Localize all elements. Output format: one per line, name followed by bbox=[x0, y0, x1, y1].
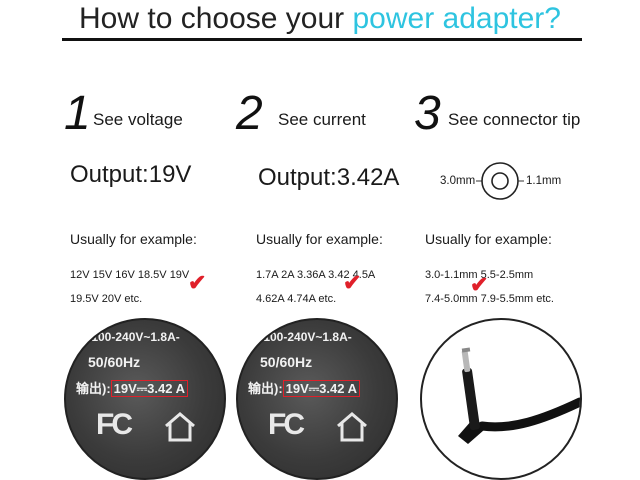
connector-tip-icon bbox=[476, 162, 524, 200]
fc-mark-icon: FC bbox=[268, 408, 305, 441]
title-underline bbox=[62, 38, 582, 41]
label-output-prefix: 输出): bbox=[248, 381, 283, 396]
label-output-rating: 19V⎓3.42 A bbox=[110, 380, 188, 397]
step-number-1: 1 bbox=[64, 87, 91, 140]
label-input-spec: - 100-240V~1.8A- bbox=[256, 330, 352, 344]
tip-inner-diameter: 1.1mm bbox=[526, 175, 562, 187]
adapter-label-photo-1: - 100-240V~1.8A- 50/60Hz 输出):19V⎓3.42 A … bbox=[64, 318, 226, 480]
label-output-rating: 19V⎓3.42 A bbox=[282, 380, 360, 397]
voltage-line-1: 12V 15V 16V 18.5V 19V bbox=[70, 269, 190, 281]
current-line-1: 1.7A 2A 3.36A 3.42 4.5A bbox=[256, 269, 376, 281]
checkmark-icon: ✔ bbox=[470, 272, 489, 297]
fc-mark-icon: FC bbox=[96, 408, 133, 441]
page-title: How to choose your power adapter? bbox=[0, 0, 640, 38]
label-frequency: 50/60Hz bbox=[88, 354, 141, 370]
voltage-line-2: 19.5V 20V etc. bbox=[70, 293, 143, 305]
house-icon bbox=[337, 412, 367, 442]
usually-label-1: Usually for example: bbox=[70, 231, 197, 247]
voltage-output: Output:19V bbox=[70, 161, 192, 188]
label-output-prefix: 输出): bbox=[76, 381, 111, 396]
title-accent: power adapter? bbox=[352, 2, 561, 35]
usually-label-2: Usually for example: bbox=[256, 231, 383, 247]
house-icon bbox=[165, 412, 195, 442]
tip-outer-diameter: 3.0mm bbox=[440, 175, 476, 187]
title-prefix: How to choose your bbox=[79, 2, 345, 35]
dc-plug-icon bbox=[458, 347, 580, 444]
step-number-2: 2 bbox=[236, 87, 263, 140]
label-frequency: 50/60Hz bbox=[260, 354, 313, 370]
label-input-spec: - 100-240V~1.8A- bbox=[84, 330, 180, 344]
step-label-1: See voltage bbox=[93, 110, 183, 129]
adapter-label-photo-2: - 100-240V~1.8A- 50/60Hz 输出):19V⎓3.42 A … bbox=[236, 318, 398, 480]
step-number-3: 3 bbox=[414, 87, 441, 140]
current-output: Output:3.42A bbox=[258, 164, 400, 191]
label-output-line: 输出):19V⎓3.42 A bbox=[248, 378, 360, 397]
label-output-line: 输出):19V⎓3.42 A bbox=[76, 378, 188, 397]
checkmark-icon: ✔ bbox=[188, 270, 207, 295]
tip-line-1: 3.0-1.1mm 5.5-2.5mm bbox=[425, 269, 534, 281]
step-label-3: See connector tip bbox=[448, 110, 581, 129]
connector-plug-photo bbox=[420, 318, 582, 480]
usually-label-3: Usually for example: bbox=[425, 231, 552, 247]
current-line-2: 4.62A 4.74A etc. bbox=[256, 293, 337, 305]
tip-line-2: 7.4-5.0mm 7.9-5.5mm etc. bbox=[425, 293, 554, 305]
checkmark-icon: ✔ bbox=[343, 270, 362, 295]
step-label-2: See current bbox=[278, 110, 366, 129]
